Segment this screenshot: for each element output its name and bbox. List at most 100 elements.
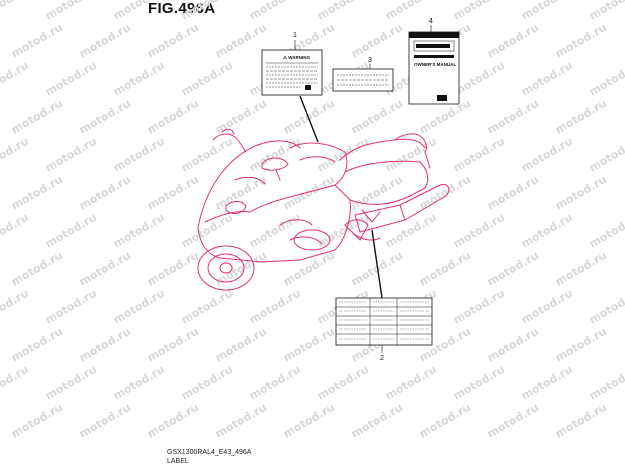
watermark-text: motod.ru: [553, 173, 609, 213]
watermark-text: motod.ru: [43, 363, 99, 403]
watermark-text: motod.ru: [349, 173, 405, 213]
info-strip-label[interactable]: [332, 68, 394, 92]
watermark-text: motod.ru: [9, 401, 65, 441]
watermark-text: motod.ru: [315, 0, 371, 23]
watermark-text: motod.ru: [519, 0, 575, 23]
watermark-text: motod.ru: [111, 0, 167, 23]
warning-label-heading: ⚠ WARNING: [283, 55, 311, 60]
watermark-text: motod.ru: [145, 173, 201, 213]
watermark-text: motod.ru: [77, 97, 133, 137]
watermark-text: motod.ru: [451, 135, 507, 175]
watermark-text: motod.ru: [451, 0, 507, 23]
watermark-text: motod.ru: [349, 97, 405, 137]
watermark-text: motod.ru: [519, 287, 575, 327]
figure-name: LABEL: [167, 458, 189, 465]
watermark-text: motod.ru: [77, 249, 133, 289]
watermark-text: motod.ru: [145, 21, 201, 61]
watermark-text: motod.ru: [587, 0, 625, 23]
watermark-text: motod.ru: [519, 59, 575, 99]
motorcycle-outline: [197, 128, 450, 291]
watermark-text: motod.ru: [553, 325, 609, 365]
watermark-text: motod.ru: [145, 97, 201, 137]
watermark-text: motod.ru: [587, 135, 625, 175]
watermark-text: motod.ru: [179, 287, 235, 327]
watermark-text: motod.ru: [213, 325, 269, 365]
watermark-text: motod.ru: [111, 135, 167, 175]
watermark-text: motod.ru: [553, 401, 609, 441]
watermark-text: motod.ru: [77, 173, 133, 213]
watermark-text: motod.ru: [417, 401, 473, 441]
watermark-text: motod.ru: [315, 135, 371, 175]
watermark-text: motod.ru: [111, 287, 167, 327]
callout-3: 3: [368, 57, 372, 64]
watermark-text: motod.ru: [485, 325, 541, 365]
watermark-text: motod.ru: [247, 211, 303, 251]
callout-4: 4: [429, 18, 433, 25]
watermark-text: motod.ru: [315, 363, 371, 403]
watermark-text: motod.ru: [519, 363, 575, 403]
watermark-text: motod.ru: [179, 211, 235, 251]
watermark-text: motod.ru: [315, 211, 371, 251]
watermark-text: motod.ru: [43, 211, 99, 251]
leader-line-2: [371, 229, 383, 299]
watermark-text: motod.ru: [111, 211, 167, 251]
watermark-text: motod.ru: [587, 363, 625, 403]
watermark-text: motod.ru: [179, 135, 235, 175]
watermark-text: motod.ru: [111, 363, 167, 403]
watermark-text: motod.ru: [553, 249, 609, 289]
watermark-text: motod.ru: [9, 21, 65, 61]
watermark-text: motod.ru: [553, 97, 609, 137]
watermark-text: motod.ru: [485, 249, 541, 289]
figure-title: FIG.496A: [148, 0, 216, 17]
watermark-text: motod.ru: [587, 59, 625, 99]
watermark-text: motod.ru: [213, 97, 269, 137]
watermark-text: motod.ru: [281, 325, 337, 365]
watermark-text: motod.ru: [383, 363, 439, 403]
watermark-text: motod.ru: [179, 363, 235, 403]
watermark-text: motod.ru: [247, 287, 303, 327]
watermark-text: motod.ru: [43, 0, 99, 23]
watermark-text: motod.ru: [145, 401, 201, 441]
watermark-text: motod.ru: [0, 363, 31, 403]
watermark-text: motod.ru: [451, 363, 507, 403]
watermark-text: motod.ru: [0, 0, 31, 23]
watermark-text: motod.ru: [417, 249, 473, 289]
watermark-text: motod.ru: [587, 211, 625, 251]
watermark-text: motod.ru: [145, 249, 201, 289]
watermark-text: motod.ru: [77, 21, 133, 61]
watermark-text: motod.ru: [247, 0, 303, 23]
watermark-text: motod.ru: [77, 401, 133, 441]
watermark-text: motod.ru: [553, 21, 609, 61]
watermark-text: motod.ru: [519, 211, 575, 251]
warning-label[interactable]: ⚠ WARNING: [261, 49, 323, 96]
watermark-text: motod.ru: [0, 135, 31, 175]
watermark-text: motod.ru: [0, 211, 31, 251]
watermark-text: motod.ru: [9, 97, 65, 137]
watermark-text: motod.ru: [9, 173, 65, 213]
callout-2: 2: [380, 355, 384, 362]
watermark-text: motod.ru: [281, 249, 337, 289]
watermark-text: motod.ru: [0, 59, 31, 99]
spec-table-label[interactable]: [335, 297, 433, 346]
watermark-text: motod.ru: [451, 287, 507, 327]
watermark-text: motod.ru: [485, 173, 541, 213]
watermark-text: motod.ru: [213, 21, 269, 61]
watermark-text: motod.ru: [145, 325, 201, 365]
watermark-text: motod.ru: [281, 401, 337, 441]
watermark-text: motod.ru: [9, 249, 65, 289]
watermark-text: motod.ru: [281, 97, 337, 137]
watermark-text: motod.ru: [281, 173, 337, 213]
watermark-text: motod.ru: [213, 401, 269, 441]
watermark-text: motod.ru: [451, 211, 507, 251]
watermark-text: motod.ru: [587, 287, 625, 327]
manual-title: OWNER'S MANUAL: [414, 62, 456, 67]
watermark-text: motod.ru: [485, 21, 541, 61]
owners-manual[interactable]: OWNER'S MANUAL: [408, 31, 460, 105]
watermark-text: motod.ru: [43, 135, 99, 175]
watermark-text: motod.ru: [519, 135, 575, 175]
watermark-text: motod.ru: [349, 401, 405, 441]
watermark-text: motod.ru: [179, 0, 235, 23]
watermark-text: motod.ru: [349, 21, 405, 61]
figure-code: GSX1300RAL4_E43_496A: [167, 449, 252, 456]
